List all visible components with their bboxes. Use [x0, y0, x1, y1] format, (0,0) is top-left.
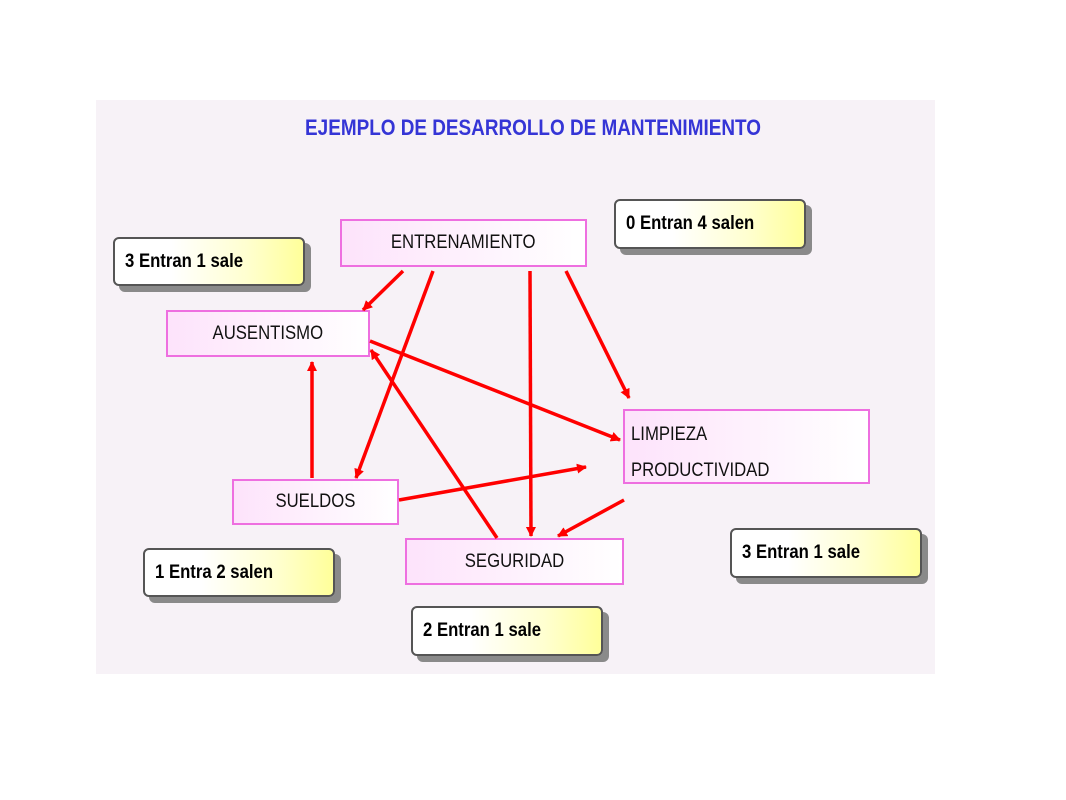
edge-entrenamiento-ausentismo — [361, 269, 405, 312]
edge-seguridad-ausentismo — [369, 349, 499, 539]
node-limpieza-productividad: LIMPIEZA PRODUCTIVIDAD — [623, 409, 870, 484]
count-badge-sueldos-text: 1 Entra 2 salen — [155, 561, 274, 583]
count-badge-seguridad: 2 Entran 1 sale — [411, 606, 603, 656]
node-sueldos-label: SUELDOS — [275, 491, 356, 512]
count-badge-seguridad-text: 2 Entran 1 sale — [423, 620, 542, 641]
edge-entrenamiento-limpieza — [564, 270, 631, 399]
edge-ausentismo-limpieza — [369, 339, 621, 442]
count-badge-sueldos: 1 Entra 2 salen — [143, 548, 335, 597]
node-productividad-label: PRODUCTIVIDAD — [631, 460, 770, 481]
edge-limpieza-seguridad — [557, 498, 625, 538]
count-badge-limpieza: 3 Entran 1 sale — [730, 528, 922, 578]
edge-entrenamiento-sueldos — [354, 270, 435, 479]
count-badge-limpieza-text: 3 Entran 1 sale — [742, 542, 861, 563]
node-entrenamiento: ENTRENAMIENTO — [340, 219, 587, 267]
node-ausentismo-label: AUSENTISMO — [212, 322, 324, 344]
node-entrenamiento-label: ENTRENAMIENTO — [391, 232, 536, 253]
edge-sueldos-limpieza — [398, 463, 587, 502]
count-badge-entrenamiento-text: 0 Entran 4 salen — [626, 213, 755, 234]
node-limpieza-label: LIMPIEZA — [631, 424, 708, 445]
count-badge-ausentismo: 3 Entran 1 sale — [113, 237, 305, 286]
node-seguridad-label: SEGURIDAD — [464, 550, 565, 572]
count-badge-entrenamiento: 0 Entran 4 salen — [614, 199, 806, 249]
diagram-title: EJEMPLO DE DESARROLLO DE MANTENIMIENTO — [305, 115, 761, 140]
node-seguridad: SEGURIDAD — [405, 538, 624, 585]
node-sueldos: SUELDOS — [232, 479, 399, 525]
count-badge-ausentismo-text: 3 Entran 1 sale — [125, 250, 244, 272]
node-ausentismo: AUSENTISMO — [166, 310, 370, 357]
